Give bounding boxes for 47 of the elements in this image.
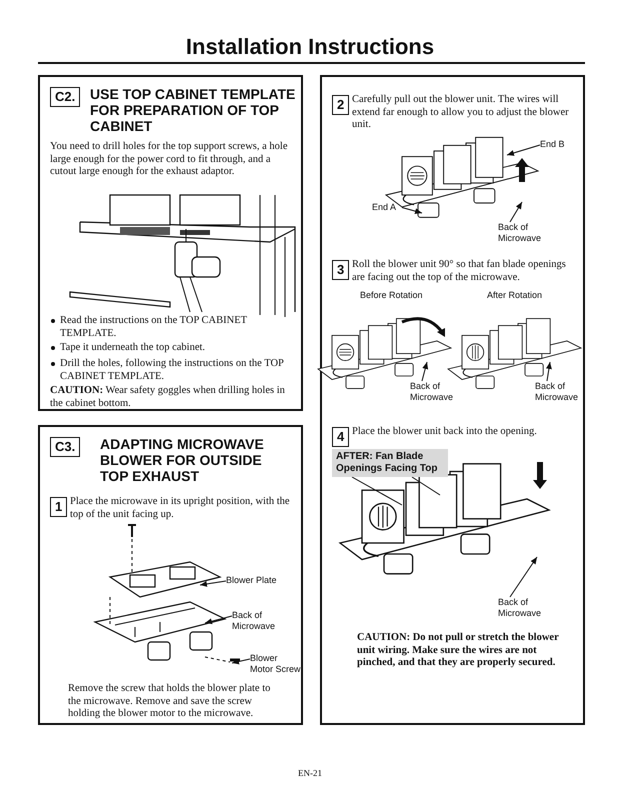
leader-line <box>506 144 540 156</box>
bullet-item: Drill the holes, following the instructions on the TOP CABINET TEMPLATE. <box>60 358 284 383</box>
callout-label: Back of Microwave <box>498 597 550 619</box>
step-number: 4 <box>332 427 350 447</box>
step-text: Roll the blower unit 90° so that fan blade openings are facing out the top of the microwave. <box>352 259 567 284</box>
callout-label: End A <box>372 202 402 213</box>
section-number: C3. <box>50 437 80 457</box>
page-title: Installation Instructions <box>184 34 436 60</box>
instruction-panel <box>38 75 303 411</box>
leader-line <box>352 476 402 506</box>
bullet-item: Read the instructions on the TOP CABINET TEMPLATE. <box>60 315 248 340</box>
caution-note: CAUTION: Wear safety goggles when drilling holes in the cabinet bottom. <box>50 385 286 410</box>
section-heading: ADAPTING MICROWAVE BLOWER FOR OUTSIDE TOP EXHAUST <box>100 436 265 484</box>
paragraph: You need to drill holes for the top support screws, a hole large enough for the power cord to fit through, and a cutout large enough for the exhaust adaptor. <box>50 141 288 178</box>
leader-line <box>402 207 422 214</box>
bullet-item: Tape it underneath the top cabinet. <box>60 342 206 354</box>
page-number: EN-21 <box>297 768 323 778</box>
callout-label: Back of Microwave <box>535 381 587 403</box>
callout-label: Blower Plate <box>226 575 278 586</box>
section-heading: USE TOP CABINET TEMPLATE FOR PREPARATION OF TOP CABINET <box>90 86 296 134</box>
leader-line <box>200 580 226 587</box>
leader-line <box>510 202 522 222</box>
caution-note: CAUTION: Do not pull or stretch the blower unit wiring. Make sure the wires are not pinched, and that they are properly secured. <box>357 632 560 670</box>
callout-label: End B <box>540 139 570 150</box>
subcaption: After Rotation <box>487 290 542 301</box>
leader-line <box>510 556 538 598</box>
leader-line <box>546 362 552 382</box>
leader-line <box>412 476 440 496</box>
step-number: 2 <box>332 95 350 115</box>
step-number: 3 <box>332 260 350 280</box>
step-text: Place the microwave in its upright position, with the top of the unit facing up. <box>70 496 291 521</box>
section-number: C2. <box>50 87 80 107</box>
callout-label: Back of Microwave <box>498 222 550 244</box>
callout-label: Back of Microwave <box>410 381 462 403</box>
callout-box: AFTER: Fan Blade Openings Facing Top <box>332 449 448 477</box>
leader-line <box>232 658 250 664</box>
leader-line <box>204 616 232 624</box>
callout-label: Back of Microwave <box>232 610 284 632</box>
callout-label: Blower Motor Screw <box>250 653 302 675</box>
step-text: Carefully pull out the blower unit. The wires will extend far enough to allow you to adjust the blower unit. <box>352 94 570 132</box>
leader-line <box>422 362 428 382</box>
paragraph: Remove the screw that holds the blower plate to the microwave. Remove and save the screw holding the blower motor to the microwave. <box>68 683 272 720</box>
instruction-panel <box>320 75 585 725</box>
subcaption: Before Rotation <box>360 290 423 301</box>
instruction-panel <box>38 425 303 725</box>
step-text: Place the blower unit back into the opening. <box>352 426 538 438</box>
step-number: 1 <box>50 497 68 517</box>
